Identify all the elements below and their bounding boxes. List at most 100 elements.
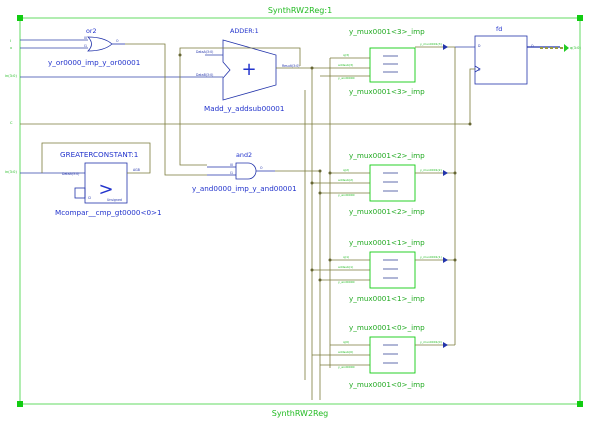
design-frame[interactable] [19,17,581,405]
mux-pin-a: q(3) [343,53,349,57]
junction-dot [310,268,314,272]
mux-pin-b: addsub(1) [338,265,353,269]
mux-pin-c: y_and0000 [338,193,355,197]
arrow-icon [443,44,448,50]
plus-icon: + [241,59,256,80]
mux-0[interactable] [312,336,455,374]
junction-dot [468,122,472,126]
mux-label-top: y_mux0001<3>_imp [349,27,425,36]
net-adder-feedback[interactable] [179,47,301,66]
adder-block[interactable]: + [222,39,277,101]
mux-pin-c: y_and0000 [338,280,355,284]
greater-than-icon: > [98,179,113,200]
junction-dot [453,258,457,262]
flipflop-pin-c: C [478,68,481,72]
frame-corner-handle[interactable] [17,401,23,407]
or-pin-i0: I0 [84,36,87,40]
net-comparator-out[interactable] [41,142,151,174]
comparator-pin-in: DataA(3:0) [62,172,79,176]
flipflop-pin-d: D [478,44,481,48]
comparator-pin-ci: CI [88,196,91,200]
or-pin-i1: I1 [84,44,87,48]
port-label-in-top: I [10,39,11,43]
and-gate-instance: y_and0000_imp_y_and00001 [192,184,297,193]
junction-dot [318,191,322,195]
adder-instance: Madd_y_addsub00001 [204,104,284,113]
adder-pin-a: DataA(3:0) [196,50,213,54]
port-label-clk: C [10,121,13,125]
port-label-in-cmp: in(3:0) [5,170,17,174]
mux-pin-o: y_mux0001(2) [420,168,442,172]
adder-pin-result: Result(3:0) [282,64,299,68]
mux-label-bottom: y_mux0001<0>_imp [349,380,425,389]
mux-pin-a: q(2) [343,168,349,172]
or-gate[interactable] [87,36,125,52]
mux-pin-o: y_mux0001(0) [420,340,442,344]
adder-pin-b: DataB(3:0) [196,73,213,77]
mux-pin-c: y_and0000 [338,76,355,80]
net-or-out[interactable] [125,43,207,176]
junction-dot [318,278,322,282]
comparator-pin-out: AGB [133,168,140,172]
comparator-block[interactable] [84,162,128,204]
comparator-sub: Unsigned [107,198,122,202]
flipflop-pin-q: Q [531,44,534,48]
and-gate-type: and2 [236,151,252,159]
net-addsub-bus[interactable] [276,67,313,400]
comparator-instance: Mcompar__cmp_gt0000<0>1 [55,208,162,217]
output-arrow-icon [564,44,569,52]
mux-pin-o: y_mux0001(3) [420,42,442,46]
mux-label-top: y_mux0001<0>_imp [349,323,425,332]
design-footer: SynthRW2Reg [272,409,329,418]
mux-pin-a: q(1) [343,255,349,259]
mux-label-top: y_mux0001<2>_imp [349,151,425,160]
mux-label-bottom: y_mux0001<2>_imp [349,207,425,216]
mux-pin-b: addsub(0) [338,350,353,354]
flipflop-type: fd [496,25,502,33]
junction-dot [453,171,457,175]
and-gate[interactable] [207,162,275,180]
frame-corner-handle[interactable] [17,15,23,21]
mux-1[interactable] [312,251,455,289]
junction-dot [310,66,314,70]
mux-pin-b: addsub(3) [338,63,353,67]
arrow-icon [443,342,448,348]
mux-pin-b: addsub(2) [338,178,353,182]
and-pin-i1: I1 [230,171,233,175]
mux-label-bottom: y_mux0001<1>_imp [349,294,425,303]
mux-3[interactable] [312,46,455,83]
comparator-ci-box [74,187,86,199]
port-label-in-bus: in(3:0) [5,74,17,78]
net-adder-to-and[interactable] [179,55,207,166]
or-gate-type: or2 [86,27,97,35]
flipflop-block[interactable] [474,35,528,85]
mux-2[interactable] [312,164,455,202]
design-title: SynthRW2Reg:1 [268,6,332,15]
junction-dot [328,258,332,262]
mux-pin-c: y_and0000 [338,365,355,369]
mux-label-top: y_mux0001<1>_imp [349,238,425,247]
arrow-icon [443,257,448,263]
or-pin-o: O [116,39,119,43]
port-label-out: q(3:0) [570,46,581,50]
mux-pin-a: q(0) [343,340,349,344]
clock-edge-icon [474,65,481,73]
port-label-in-sel: x [10,46,13,50]
frame-corner-handle[interactable] [577,401,583,407]
junction-dot [328,171,332,175]
adder-type: ADDER:1 [230,27,259,35]
frame-corner-handle[interactable] [577,15,583,21]
mux-pin-o: y_mux0001(1) [420,255,442,259]
net-and-out[interactable] [275,170,321,400]
and-pin-i0: I0 [230,163,233,167]
and-pin-o: O [260,166,263,170]
arrow-icon [443,170,448,176]
junction-dot [310,181,314,185]
junction-dot [178,53,182,57]
or-gate-instance: y_or0000_imp_y_or00001 [48,58,140,67]
junction-dot [318,169,322,173]
net-clk-ff[interactable] [469,68,475,124]
mux-label-bottom: y_mux0001<3>_imp [349,87,425,96]
